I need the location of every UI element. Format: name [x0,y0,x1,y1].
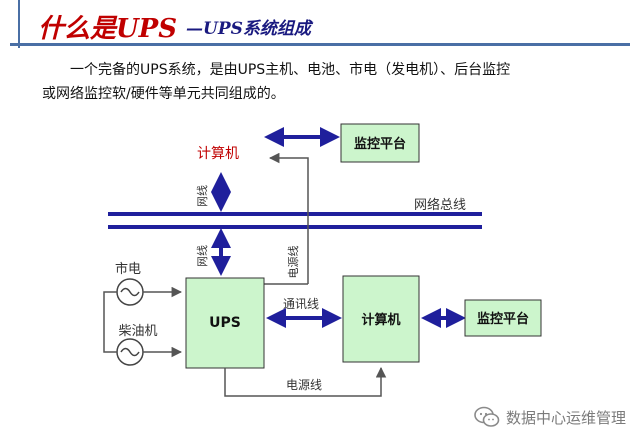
intro-paragraph: 一个完备的UPS系统，是由UPS主机、电池、市电（发电机）、后台监控 或网络监控… [42,58,602,106]
network-bus [108,212,482,229]
power-line-bottom [224,366,387,397]
main-computer-label: 计算机 [361,312,400,328]
title-divider-vertical [18,0,20,48]
diesel-source-icon [116,338,144,366]
main-computer-box [342,275,420,363]
top-monitor-label: 监控平台 [354,136,406,152]
mains-source-icon [116,278,144,306]
wechat-icon [474,406,500,427]
lower-net-line-label: 网线 [195,245,209,267]
power-line-bottom-label: 电源线 [286,378,322,392]
title-divider [10,43,630,46]
title-bar: 什么是UPS —UPS系统组成 [0,0,640,50]
top-monitor-box [340,123,420,163]
ups-box [185,277,265,369]
ups-label: UPS [209,315,241,331]
source-bracket [103,291,117,353]
page-title: 什么是UPS [38,14,178,44]
diesel-label: 柴油机 [118,324,157,339]
top-net-line-label: 网线 [195,185,209,207]
page-subtitle: —UPS系统组成 [186,19,311,39]
watermark: 数据中心运维管理 [474,406,626,428]
intro-line-2: 或网络监控软/硬件等单元共同组成的。 [42,86,285,102]
watermark-text: 数据中心运维管理 [505,408,626,427]
mains-label: 市电 [115,261,141,277]
intro-line-1: 一个完备的UPS系统，是由UPS主机、电池、市电（发电机）、后台监控 [70,62,511,78]
right-monitor-box [464,299,542,337]
right-monitor-label: 监控平台 [477,311,529,327]
top-computer-label: 计算机 [197,146,239,162]
comm-line-label: 通讯线 [283,297,319,311]
network-bus-label: 网络总线 [414,197,466,213]
power-line-vertical-label: 电源线 [286,246,300,279]
power-line-vertical [268,152,309,284]
